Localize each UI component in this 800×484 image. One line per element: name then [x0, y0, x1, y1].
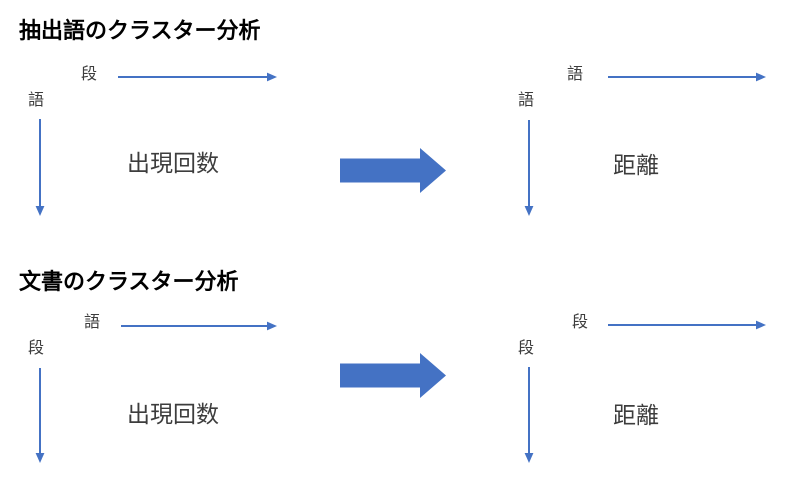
- down-arrow-icon: [35, 368, 45, 463]
- col-axis-label: 段: [572, 314, 589, 331]
- right-arrow-icon: [118, 72, 277, 82]
- matrix-cell-label: 出現回数: [127, 150, 219, 176]
- row-axis-label: 語: [28, 92, 45, 109]
- down-arrow-icon: [524, 367, 534, 463]
- right-arrow-icon: [608, 72, 766, 82]
- row-axis-label: 段: [518, 340, 535, 357]
- down-arrow-icon: [524, 120, 534, 216]
- down-arrow-icon: [35, 119, 45, 216]
- col-axis-label: 語: [567, 66, 584, 83]
- matrix-cell-label: 出現回数: [127, 401, 219, 427]
- col-axis-label: 語: [84, 314, 101, 331]
- section-title-documents: 文書のクラスター分析: [19, 269, 239, 294]
- transform-big-right-arrow-icon: [340, 148, 446, 193]
- right-arrow-icon: [608, 320, 766, 330]
- row-axis-label: 段: [28, 340, 45, 357]
- section-title-words: 抽出語のクラスター分析: [19, 18, 261, 43]
- col-axis-label: 段: [81, 66, 98, 83]
- transform-big-right-arrow-icon: [340, 353, 446, 398]
- matrix-cell-label: 距離: [613, 402, 659, 428]
- right-arrow-icon: [121, 321, 277, 331]
- row-axis-label: 語: [518, 92, 535, 109]
- matrix-cell-label: 距離: [613, 152, 659, 178]
